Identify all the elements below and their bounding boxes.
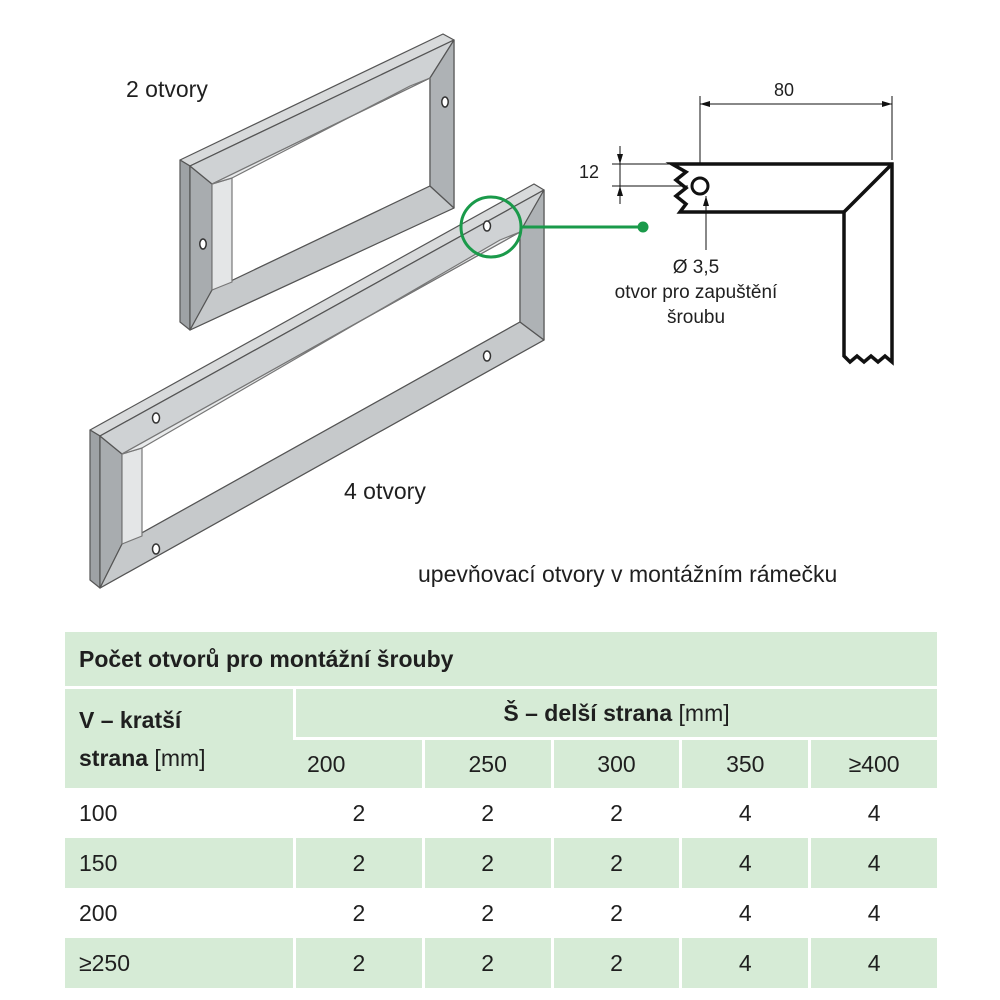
column-header: 350 xyxy=(679,740,809,788)
v-header-unit: [mm] xyxy=(148,744,206,771)
hole-description: Ø 3,5 otvor pro zapuštění šroubu xyxy=(568,255,824,330)
frame-hole xyxy=(151,412,161,424)
table-cell: 2 xyxy=(550,938,680,988)
row-label: 150 xyxy=(65,838,293,888)
table-cell: 2 xyxy=(293,888,422,938)
table-cell: 2 xyxy=(421,938,551,988)
table-cell: 2 xyxy=(293,938,422,988)
row-label: ≥250 xyxy=(65,938,293,988)
table-row: 150 2 2 2 4 4 xyxy=(65,838,937,888)
table-cell: 2 xyxy=(550,788,680,838)
frame-hole xyxy=(151,543,161,555)
dimension-12-label: 12 xyxy=(579,162,600,182)
table-title: Počet otvorů pro montážní šrouby xyxy=(65,632,937,689)
figure-caption: upevňovací otvory v montážním rámečku xyxy=(418,561,838,587)
table-cell: 4 xyxy=(679,938,809,988)
detail-corner-drawing xyxy=(612,96,894,366)
table-row: 100 2 2 2 4 4 xyxy=(65,788,937,838)
hole-desc-line-1: otvor pro zapuštění xyxy=(614,282,778,303)
row-label: 100 xyxy=(79,799,118,826)
label-four-holes: 4 otvory xyxy=(344,478,426,504)
table-cell: 2 xyxy=(421,888,551,938)
screw-holes-table: Počet otvorů pro montážní šrouby V – kra… xyxy=(65,632,937,988)
v-header: V – kratší strana [mm] xyxy=(65,689,293,788)
frames-drawing xyxy=(89,33,894,589)
row-label: 200 xyxy=(79,899,118,926)
table-cell: 4 xyxy=(679,788,808,838)
table-cell: 2 xyxy=(293,838,422,888)
table-cell: 2 xyxy=(421,788,551,838)
s-header-unit: [mm] xyxy=(672,699,730,726)
detail-callout xyxy=(459,195,649,259)
hole-desc-line-2: šroubu xyxy=(666,307,726,328)
table-cell: 2 xyxy=(293,788,422,838)
s-header: Š – delší strana [mm] xyxy=(293,689,937,740)
frame-hole xyxy=(482,350,492,362)
table-row: 200 2 2 2 4 4 xyxy=(65,888,937,938)
table-cell: 2 xyxy=(421,838,551,888)
table-cell: 2 xyxy=(550,888,680,938)
table-cell: 4 xyxy=(808,788,937,838)
column-header: 300 xyxy=(550,740,680,788)
label-two-holes: 2 otvory xyxy=(126,76,208,102)
v-header-bold-2: strana xyxy=(79,744,149,771)
frame-four-holes xyxy=(89,183,545,589)
dimension-80-label: 80 xyxy=(774,80,795,100)
s-header-bold: Š – delší strana xyxy=(503,699,673,726)
frame-hole xyxy=(199,238,207,250)
table-cell: 4 xyxy=(679,838,809,888)
frame-hole xyxy=(441,96,449,108)
table-cell: 2 xyxy=(550,838,680,888)
table-cell: 4 xyxy=(679,888,808,938)
table-row: ≥250 2 2 2 4 4 xyxy=(65,938,937,988)
column-header: ≥400 xyxy=(808,740,937,788)
table-cell: 4 xyxy=(808,838,937,888)
column-header: 200 xyxy=(293,740,422,788)
frame-hole xyxy=(482,220,492,232)
hole-detail xyxy=(690,176,710,196)
hole-diameter-label: Ø 3,5 xyxy=(672,257,720,278)
frame-two-holes xyxy=(179,33,455,331)
v-header-bold-1: V – kratší xyxy=(79,706,182,733)
table-cell: 4 xyxy=(808,938,937,988)
column-header: 250 xyxy=(421,740,551,788)
table-cell: 4 xyxy=(808,888,937,938)
